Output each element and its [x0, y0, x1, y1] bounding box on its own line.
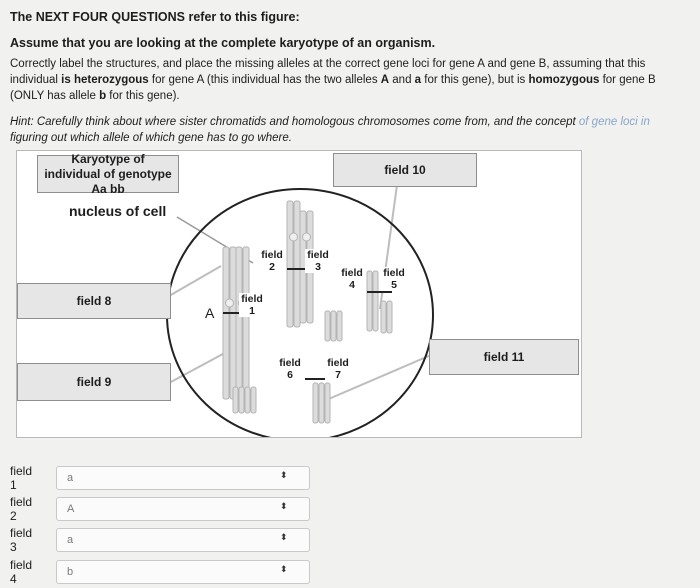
question-subtitle: Assume that you are looking at the compl…: [10, 36, 435, 50]
field-4-select-value: b: [67, 566, 73, 578]
question-hint: Hint: Carefully think about where sister…: [10, 114, 690, 146]
field-9-dropzone[interactable]: field 9: [17, 363, 171, 401]
select-arrow-icon: ⬍: [280, 471, 288, 479]
field-2-select-value: A: [67, 503, 74, 515]
field-3-select[interactable]: a ⬍: [56, 528, 310, 552]
nucleus-label: nucleus of cell: [69, 203, 166, 219]
karyotype-label: Karyotype of individual of genotype Aa b…: [37, 155, 179, 193]
allele-A-label: A: [205, 305, 214, 321]
question-title: The NEXT FOUR QUESTIONS refer to this fi…: [10, 10, 300, 24]
select-arrow-icon: ⬍: [280, 533, 288, 541]
select-arrow-icon: ⬍: [280, 502, 288, 510]
field-3-select-label: field 3: [10, 526, 32, 554]
field-8-pointer-line: [169, 266, 221, 296]
question-paragraph: Correctly label the structures, and plac…: [10, 56, 690, 104]
chromosome-pair-1-small: [233, 387, 256, 413]
select-arrow-icon: ⬍: [280, 565, 288, 573]
field-4-select[interactable]: b ⬍: [56, 560, 310, 584]
field-4-select-label: field 4: [10, 558, 32, 586]
field-1-select-label: field 1: [10, 464, 32, 492]
field-1-select[interactable]: a ⬍: [56, 466, 310, 490]
field-2-select[interactable]: A ⬍: [56, 497, 310, 521]
chromosome-pair-1: [223, 247, 249, 399]
field-11-dropzone[interactable]: field 11: [429, 339, 579, 375]
field-1-select-value: a: [67, 472, 73, 484]
field-10-dropzone[interactable]: field 10: [333, 153, 477, 187]
karyotype-figure: Karyotype of individual of genotype Aa b…: [16, 150, 582, 438]
field-3-select-value: a: [67, 534, 73, 546]
field-2-select-label: field 2: [10, 495, 32, 523]
field-8-dropzone[interactable]: field 8: [17, 283, 171, 319]
